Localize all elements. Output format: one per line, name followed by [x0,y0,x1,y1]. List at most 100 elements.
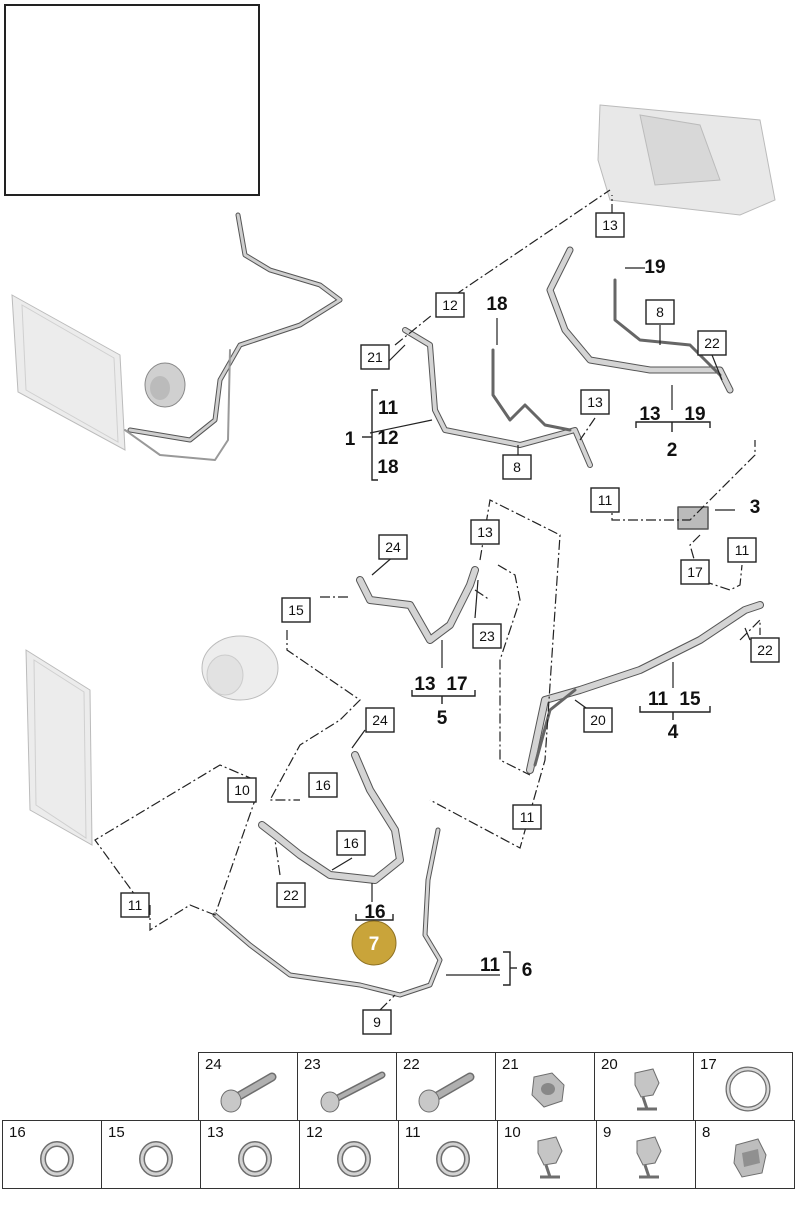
callout-number: 12 [442,297,458,313]
o-ring-icon [436,1141,470,1177]
assembly-number: 5 [437,708,448,729]
part-number: 12 [306,1124,323,1141]
compressor-bottom-drawing [201,635,279,701]
callout-24: 24 [378,534,408,560]
callout-number: 16 [315,777,331,793]
callout-19: 19 [644,257,665,278]
solid-leaders [331,267,751,976]
part-number: 21 [502,1056,519,1073]
callout-11: 11 [727,537,757,563]
assembly-part-number: 12 [377,428,398,449]
parts-cell-9: 9 [596,1120,696,1189]
callout-number: 19 [644,257,665,278]
callout-number: 21 [367,349,383,365]
o-ring-icon [139,1141,173,1177]
dryer-connector-drawing [677,506,709,530]
callout-23: 23 [472,623,502,649]
part-number: 20 [601,1056,618,1073]
callout-number: 22 [704,335,720,351]
highlight-badge [351,920,397,966]
bracket-icon [733,1138,767,1178]
callout-number: 8 [513,459,521,475]
callout-18: 18 [486,294,507,315]
callout-number: 22 [757,642,773,658]
ring-icon [725,1066,771,1112]
callout-11: 11 [512,804,542,830]
line-assembly-7 [258,751,404,884]
parts-cell-23: 23 [297,1052,397,1121]
callout-13: 13 [580,389,610,415]
callout-number: 11 [128,897,143,913]
line-assembly-2 [546,246,734,394]
assembly-6: 611 [480,955,532,981]
heater-box-drawing [597,104,776,216]
parts-cell-8: 8 [695,1120,795,1189]
part-number: 10 [504,1124,521,1141]
callout-13: 13 [470,519,500,545]
callout-number: 8 [656,304,664,320]
callout-number: 24 [385,539,401,555]
compressor-top-drawing [144,362,186,408]
line-assembly-1-right [402,327,593,468]
leader-lines [94,189,761,1011]
parts-cell-17: 17 [693,1052,793,1121]
parts-cell-24: 24 [198,1052,298,1121]
callout-8: 8 [502,454,532,480]
callout-number: 13 [587,394,603,410]
bracket-group-2 [635,421,711,432]
callout-number: 9 [373,1014,381,1030]
assembly-number: 1 [345,429,356,450]
assembly-part-number: 19 [684,404,705,425]
assembly-part-number: 11 [378,398,399,419]
callout-number: 13 [477,524,493,540]
callout-24: 24 [365,707,395,733]
callout-20: 20 [583,707,613,733]
part-number: 8 [702,1124,711,1141]
callout-22: 22 [276,882,306,908]
callout-12: 12 [435,292,465,318]
callout-21: 21 [360,344,390,370]
callout-number: 18 [486,294,507,315]
part-number: 16 [9,1124,26,1141]
callout-number: 22 [283,887,299,903]
assembly-part-number: 16 [364,902,385,923]
part-number: 13 [207,1124,224,1141]
callout-number: 11 [598,492,613,508]
parts-cell-13: 13 [200,1120,300,1189]
callout-17: 17 [680,559,710,585]
assembly-2: 2 13 19 [639,404,705,461]
long-bolt-icon [320,1071,386,1113]
part-number: 24 [205,1056,222,1073]
line-assembly-6 [212,827,443,998]
assembly-part-number: 13 [639,404,660,425]
callout-11: 11 [120,892,150,918]
bracket-group-1 [362,389,378,481]
assembly-number: 2 [667,440,678,461]
part-number: 22 [403,1056,420,1073]
callout-number: 23 [479,628,495,644]
callout-16: 16 [308,772,338,798]
callout-number: 20 [590,712,606,728]
assembly-number: 4 [668,722,679,743]
o-ring-icon [238,1141,272,1177]
callout-8: 8 [645,299,675,325]
callout-9: 9 [362,1009,392,1035]
callout-number: 10 [234,782,250,798]
part-number: 15 [108,1124,125,1141]
callout-number: 15 [288,602,304,618]
bolt-icon [418,1072,475,1113]
parts-cell-20: 20 [594,1052,694,1121]
bolt-icon [220,1072,277,1113]
o-ring-icon [337,1141,371,1177]
callout-number: 17 [687,564,703,580]
assembly-part-number: 11 [648,689,669,710]
part-number: 17 [700,1056,717,1073]
part-number: 23 [304,1056,321,1073]
